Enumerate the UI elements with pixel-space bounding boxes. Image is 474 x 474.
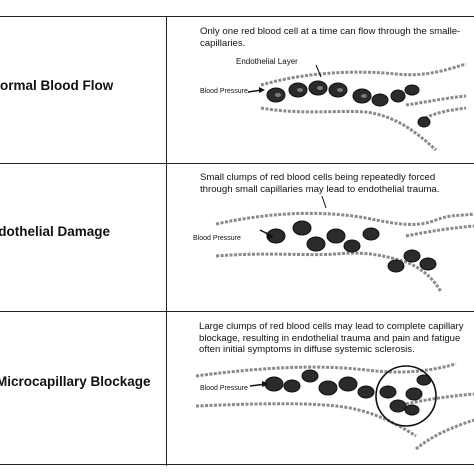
red-blood-cell bbox=[379, 385, 397, 399]
red-blood-cell bbox=[390, 89, 406, 103]
blockage-circle bbox=[375, 365, 437, 427]
red-blood-cell bbox=[389, 399, 407, 413]
blood-pressure-label-1: Blood Pressure bbox=[200, 88, 248, 95]
red-blood-cell bbox=[371, 93, 389, 107]
red-blood-cell bbox=[326, 228, 346, 244]
column-divider bbox=[166, 16, 167, 466]
row-title-microcapillary-blockage: Microcapillary Blockage bbox=[0, 374, 151, 389]
red-blood-cell bbox=[343, 239, 361, 253]
table-top-border bbox=[0, 16, 474, 17]
caption-microcapillary-blockage: Large clumps of red blood cells may lead… bbox=[199, 321, 464, 356]
caption-endothelial-damage: Small clumps of red blood cells being re… bbox=[200, 172, 440, 195]
red-blood-cell bbox=[357, 385, 375, 399]
red-blood-cell bbox=[404, 404, 420, 416]
vessel-walls bbox=[215, 211, 474, 293]
vessel-walls bbox=[260, 62, 467, 152]
capillary-diagram-blockage bbox=[195, 362, 474, 451]
table-bottom-border bbox=[0, 464, 474, 465]
red-blood-cell bbox=[404, 84, 420, 96]
row-divider-2 bbox=[0, 311, 474, 312]
caption-normal-blood-flow: Only one red blood cell at a time can fl… bbox=[200, 26, 461, 49]
red-blood-cell bbox=[403, 249, 421, 263]
blood-pressure-label-3: Blood Pressure bbox=[200, 385, 248, 392]
row-divider-1 bbox=[0, 163, 474, 164]
blood-pressure-label-2: Blood Pressure bbox=[193, 235, 241, 242]
endothelial-pointer bbox=[315, 64, 322, 78]
row-title-endothelial-damage: ndothelial Damage bbox=[0, 224, 111, 239]
vessel-walls bbox=[195, 362, 474, 451]
red-blood-cell bbox=[387, 259, 405, 273]
red-blood-cell bbox=[338, 376, 358, 392]
red-blood-cell bbox=[306, 236, 326, 252]
red-blood-cell bbox=[292, 220, 312, 236]
row-title-normal-blood-flow: ormal Blood Flow bbox=[0, 78, 114, 93]
red-blood-cell bbox=[318, 380, 338, 396]
red-blood-cell bbox=[283, 379, 301, 393]
red-blood-cell bbox=[417, 116, 431, 128]
red-blood-cell bbox=[301, 369, 319, 383]
capillary-diagram-normal bbox=[247, 62, 467, 152]
red-blood-cell bbox=[405, 387, 423, 401]
red-blood-cell bbox=[419, 257, 437, 271]
capillary-diagram-damage bbox=[215, 196, 474, 293]
endothelial-layer-label: Endothelial Layer bbox=[236, 57, 298, 66]
trauma-pointer bbox=[321, 196, 327, 209]
red-blood-cell bbox=[362, 227, 380, 241]
